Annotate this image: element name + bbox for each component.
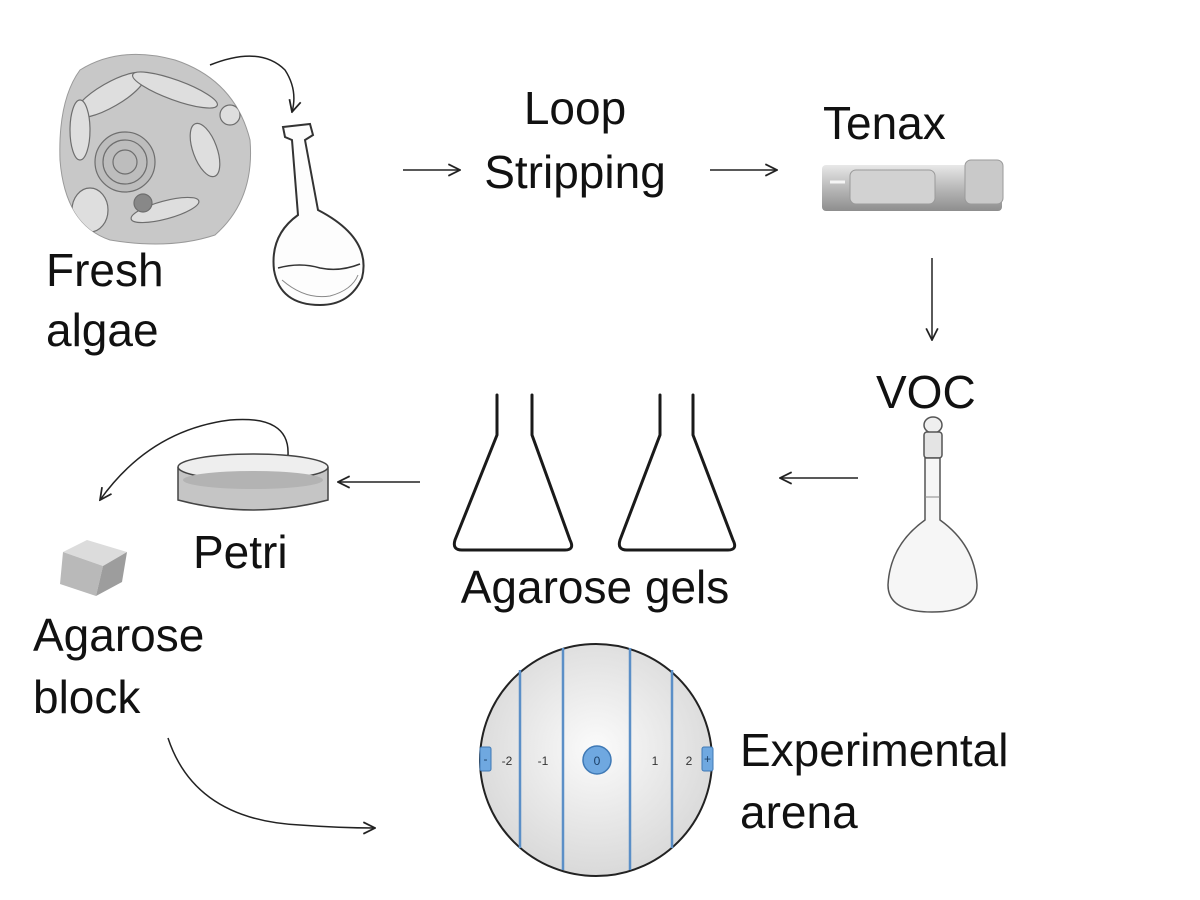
erlenmeyer-flask-icon <box>617 393 737 552</box>
arrow-algae-to-flask <box>209 55 294 112</box>
algae-image <box>59 53 252 245</box>
volumetric-flask-icon <box>887 416 978 613</box>
experimental-arena: - + -2 -1 0 1 2 <box>479 643 714 877</box>
label-experimental-arena-line2: arena <box>740 786 858 838</box>
label-agarose-block-line2: block <box>33 671 141 723</box>
arena-tick-label: 1 <box>652 754 659 768</box>
label-voc: VOC <box>876 366 976 418</box>
arena-plus-button[interactable] <box>701 746 714 772</box>
arrow-block-to-arena <box>167 737 375 828</box>
agarose-block-icon <box>60 540 127 596</box>
arena-tick-label: -1 <box>538 754 549 768</box>
arena-tick-label: 0 <box>594 754 601 768</box>
arena-minus-label: - <box>484 752 488 766</box>
tenax-tube-icon <box>822 159 1004 211</box>
label-loop-stripping-line1: Loop <box>523 82 627 134</box>
arrow-petri-to-block <box>100 418 289 500</box>
label-petri: Petri <box>193 526 288 578</box>
label-loop-stripping-line2: Stripping <box>484 146 666 198</box>
round-flask-icon <box>272 122 365 307</box>
label-fresh-algae-line2: algae <box>46 304 159 356</box>
arena-plus-label: + <box>704 752 711 766</box>
arena-minus-button[interactable] <box>479 746 492 772</box>
label-experimental-arena-line1: Experimental <box>740 724 1009 776</box>
label-tenax: Tenax <box>823 97 946 149</box>
arena-tick-label: -2 <box>502 754 513 768</box>
petri-dish-icon <box>177 453 329 511</box>
arena-center-marker[interactable] <box>582 745 612 775</box>
erlenmeyer-flask-icon <box>452 393 574 552</box>
label-fresh-algae-line1: Fresh <box>46 244 164 296</box>
label-agarose-gels: Agarose gels <box>460 561 730 613</box>
label-agarose-block-line1: Agarose <box>33 609 205 661</box>
arena-tick-label: 2 <box>686 754 693 768</box>
